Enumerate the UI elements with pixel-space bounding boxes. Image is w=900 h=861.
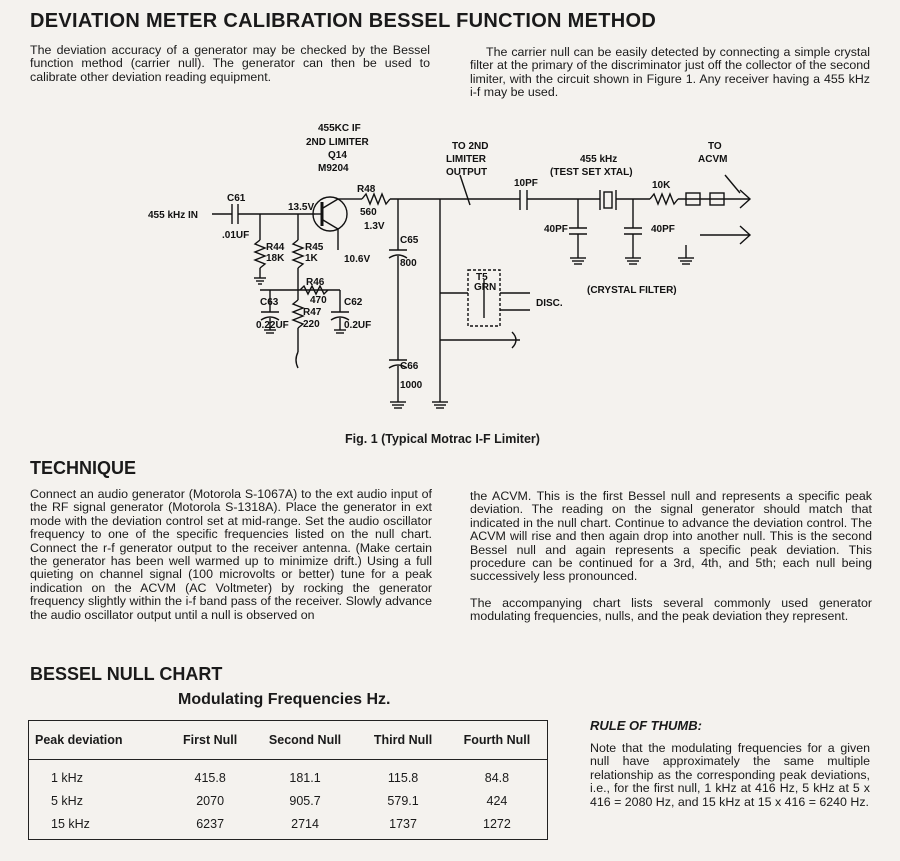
limiter-schematic: 455KC IF 2ND LIMITER Q14 M9204 TO 2ND LI… <box>148 123 752 409</box>
c63-label: C63 <box>260 297 279 308</box>
technique-right-paragraph-2: The accompanying chart lists several com… <box>470 595 872 624</box>
v135-label: 13.5V <box>288 202 314 213</box>
table-cell: 84.8 <box>484 770 510 785</box>
column-header: Fourth Null <box>446 721 547 760</box>
xtal-label-line2: (TEST SET XTAL) <box>550 167 633 178</box>
transistor-label-line2: 2ND LIMITER <box>306 137 370 148</box>
v13-label: 1.3V <box>364 221 385 232</box>
r45-value: 1K <box>305 253 319 264</box>
transistor-label-line3: Q14 <box>328 150 347 161</box>
technique-right-paragraph-1: the ACVM. This is the first Bessel null … <box>470 489 872 584</box>
c10pf-label: 10PF <box>514 178 538 189</box>
r10k-label: 10K <box>652 180 671 191</box>
c65-label: C65 <box>400 235 419 246</box>
intro-left-paragraph: The deviation accuracy of a generator ma… <box>30 43 430 84</box>
r48-value: 560 <box>360 207 377 218</box>
technique-right-column: the ACVM. This is the first Bessel null … <box>470 489 872 637</box>
r47-value: 220 <box>303 319 320 330</box>
to-acvm-line2: ACVM <box>698 154 727 165</box>
intro-right-paragraph: The carrier null can be easily detected … <box>470 45 870 100</box>
crystal-filter-label: (CRYSTAL FILTER) <box>587 285 677 296</box>
c40b-label: 40PF <box>651 224 675 235</box>
c63-value: 0.22UF <box>256 320 289 331</box>
table-cell: 905.7 <box>289 793 321 808</box>
r47-label: R47 <box>303 307 322 318</box>
table-cell: 1272 <box>483 816 511 831</box>
bessel-null-table: Peak deviation First Null Second Null Th… <box>28 720 548 840</box>
figure-caption: Fig. 1 (Typical Motrac I-F Limiter) <box>345 432 540 446</box>
table-cell: 115.8 <box>387 770 419 785</box>
column-header: Second Null <box>250 721 360 760</box>
table-cell: 2070 <box>196 793 225 808</box>
r44-value: 18K <box>266 253 285 264</box>
table-cell: 424 <box>486 793 508 808</box>
r44-label: R44 <box>266 242 285 253</box>
table-header-row: Peak deviation First Null Second Null Th… <box>29 721 547 760</box>
bessel-chart-subheading: Modulating Frequencies Hz. <box>178 691 391 708</box>
c61-value: .01UF <box>222 230 249 241</box>
r48-label: R48 <box>357 184 376 195</box>
transistor-label-line4: M9204 <box>318 163 349 174</box>
column-header: First Null <box>169 721 251 760</box>
column-header: Peak deviation <box>29 721 170 760</box>
table-cell: 1 kHz <box>51 770 83 785</box>
table-row: 5 kHz 2070 905.7 579.1 424 <box>29 789 547 812</box>
r46-value: 470 <box>310 295 327 306</box>
c62-label: C62 <box>344 297 363 308</box>
c40a-label: 40PF <box>544 224 568 235</box>
to-acvm-line1: TO <box>708 141 722 152</box>
technique-left-paragraph: Connect an audio generator (Motorola S-1… <box>30 487 432 622</box>
c62-value: 0.2UF <box>344 320 371 331</box>
to-limiter-line2: LIMITER <box>446 154 487 165</box>
c61-label: C61 <box>227 193 246 204</box>
c66-value: 1000 <box>400 380 423 391</box>
to-limiter-line3: OUTPUT <box>446 167 487 178</box>
table-cell: 415.8 <box>194 770 226 785</box>
table-cell: 5 kHz <box>51 793 83 808</box>
c65-value: 800 <box>400 258 417 269</box>
table-cell: 15 kHz <box>51 816 90 831</box>
table-row: 1 kHz 415.8 181.1 115.8 84.8 <box>29 760 547 790</box>
input-label: 455 kHz IN <box>148 210 198 221</box>
bessel-chart-heading: BESSEL NULL CHART <box>30 664 223 684</box>
rule-of-thumb-heading: RULE OF THUMB: <box>590 718 702 733</box>
t5-label: T5 <box>476 272 488 283</box>
v106-label: 10.6V <box>344 254 370 265</box>
grn-label: GRN <box>474 282 496 293</box>
table-cell: 6237 <box>196 816 225 831</box>
r46-label: R46 <box>306 277 325 288</box>
table-row: 15 kHz 6237 2714 1737 1272 <box>29 812 547 835</box>
table-cell: 1737 <box>389 816 417 831</box>
disc-label: DISC. <box>536 298 563 309</box>
table-cell: 181.1 <box>289 770 321 785</box>
rule-of-thumb-text: Note that the modulating frequencies for… <box>590 741 870 809</box>
page-title: DEVIATION METER CALIBRATION BESSEL FUNCT… <box>30 10 657 32</box>
table-cell: 2714 <box>291 816 319 831</box>
xtal-label-line1: 455 kHz <box>580 154 617 165</box>
technique-heading: TECHNIQUE <box>30 458 137 478</box>
column-header: Third Null <box>359 721 447 760</box>
transistor-label-line1: 455KC IF <box>318 123 361 134</box>
table-cell: 579.1 <box>387 793 419 808</box>
to-limiter-line1: TO 2ND <box>452 141 489 152</box>
c66-label: C66 <box>400 361 419 372</box>
r45-label: R45 <box>305 242 324 253</box>
